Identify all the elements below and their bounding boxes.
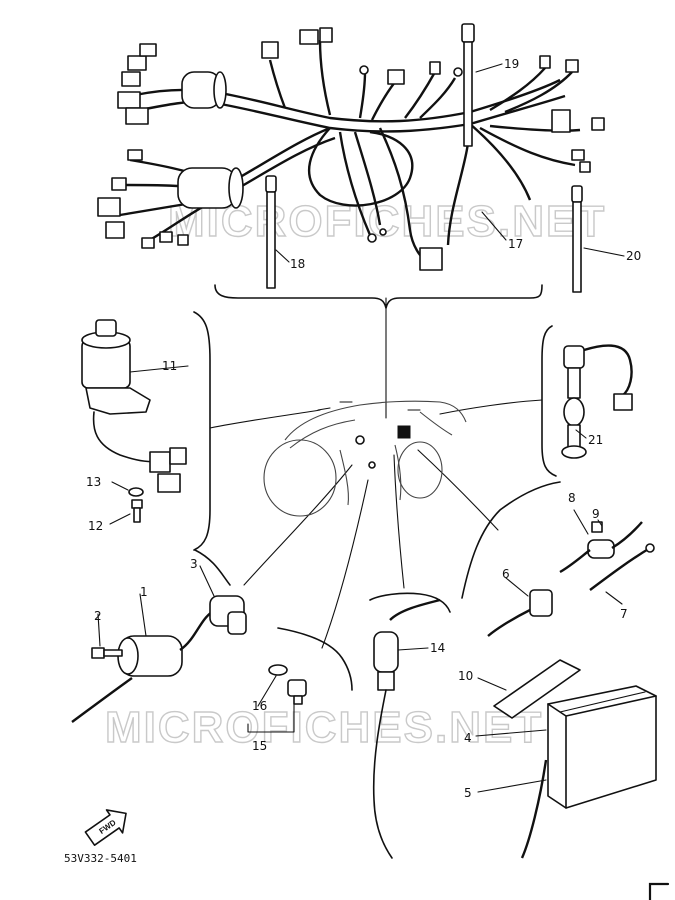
callout-10: 10 (458, 669, 473, 683)
callout-15: 15 (252, 739, 267, 753)
callout-21: 21 (588, 433, 603, 447)
callout-1: 1 (140, 585, 148, 599)
washer-13 (128, 487, 144, 497)
callout-13: 13 (86, 475, 101, 489)
corner-bracket-icon (648, 882, 670, 900)
callout-6: 6 (502, 567, 510, 581)
screw-12 (131, 499, 143, 523)
fuse-9 (591, 521, 603, 533)
bolt-2 (91, 647, 123, 659)
battery-band-5 (520, 759, 548, 859)
neutral-switch (268, 664, 307, 705)
callout-5: 5 (464, 786, 472, 800)
callout-11: 11 (162, 359, 177, 373)
callout-7: 7 (620, 607, 628, 621)
spark-plug-cap-bracket (369, 592, 451, 613)
relay-6 (487, 589, 553, 637)
left-group-bracket (193, 311, 211, 551)
callout-18: 18 (290, 257, 305, 271)
callout-17: 17 (508, 237, 523, 251)
motorcycle-frame-outline (263, 400, 467, 517)
neutral-switch-bracket (277, 627, 353, 691)
callout-16: 16 (252, 699, 267, 713)
callout-12: 12 (88, 519, 103, 533)
main-switch (81, 319, 187, 493)
callout-2: 2 (94, 609, 102, 623)
cord-7 (589, 543, 655, 591)
callout-3: 3 (190, 557, 198, 571)
harness-group-bracket (214, 284, 543, 309)
callout-leaders (97, 63, 625, 793)
cable-tie-18 (265, 175, 277, 289)
ignition-coil (71, 595, 247, 723)
harness-sleeve-lower (177, 167, 237, 209)
battery (547, 685, 657, 809)
figure-code: 53V332-5401 (64, 852, 137, 865)
watermark-bottom: MICROFICHES.NET (105, 703, 543, 752)
fuse-holder-8 (559, 521, 643, 574)
forward-arrow-icon: FWD (84, 809, 127, 846)
ignition-coil-bracket (194, 549, 231, 586)
callout-14: 14 (430, 641, 445, 655)
right-group-bracket (541, 325, 557, 477)
callout-8: 8 (568, 491, 576, 505)
callout-labels: 1 2 3 4 5 6 7 8 9 10 11 12 13 14 15 16 1… (86, 57, 641, 800)
coupler (419, 247, 443, 271)
callout-19: 19 (504, 57, 519, 71)
callout-20: 20 (626, 249, 641, 263)
callout-9: 9 (592, 507, 600, 521)
cable-tie-20 (571, 185, 583, 293)
callout-4: 4 (464, 731, 472, 745)
cable-tie-19 (461, 23, 475, 147)
relay-group-bracket (461, 481, 561, 599)
connector (127, 55, 147, 71)
switch-21 (561, 344, 633, 459)
spark-plug-cap (372, 598, 441, 859)
battery-band-10 (493, 659, 581, 719)
